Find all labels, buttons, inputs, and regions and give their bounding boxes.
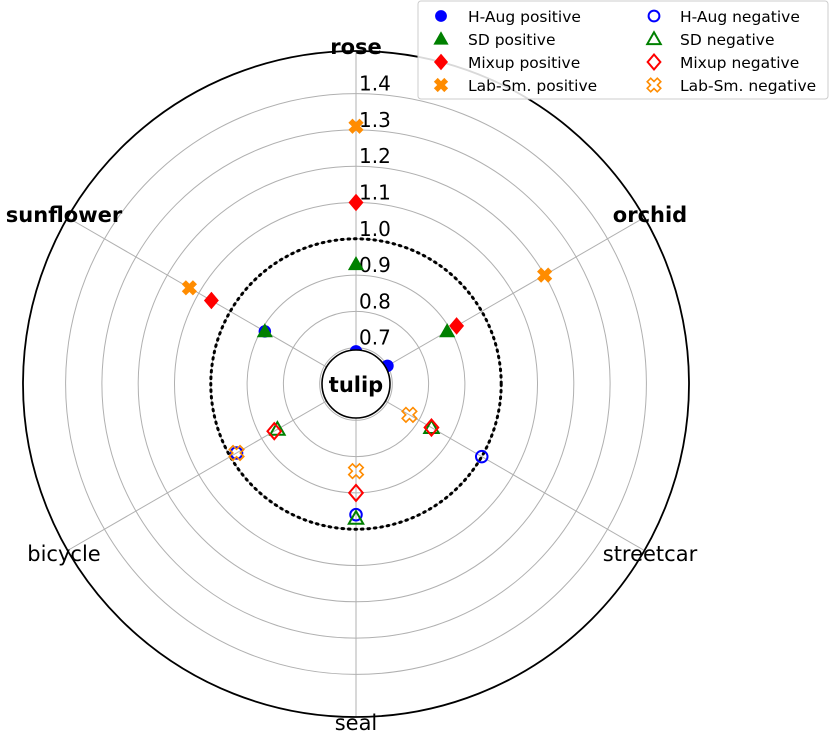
category-label-seal: seal xyxy=(335,711,378,732)
legend-label-sd-negative: SD negative xyxy=(680,31,775,49)
marker-mixup-positive-orchid xyxy=(449,317,465,335)
radial-tick-label: 0.7 xyxy=(359,326,391,350)
legend-marker-lab-sm-positive xyxy=(433,77,449,93)
legend-marker-h-aug-positive xyxy=(435,10,447,22)
radial-tick-label: 0.8 xyxy=(359,289,391,313)
spoke-bicycle xyxy=(67,383,357,551)
marker-mixup-negative-seal xyxy=(347,483,365,503)
legend-label-h-aug-positive: H-Aug positive xyxy=(468,8,581,26)
category-label-rose: rose xyxy=(330,35,382,59)
marker-lab-sm-positive-sunflower xyxy=(181,280,197,296)
category-label-streetcar: streetcar xyxy=(603,542,698,566)
marker-mixup-negative-streetcar xyxy=(423,418,440,438)
spoke-streetcar xyxy=(355,383,645,551)
marker-sd-negative-seal xyxy=(347,509,365,525)
marker-lab-sm-negative-bicycle xyxy=(228,444,245,462)
radial-tick-label: 1.4 xyxy=(359,72,391,96)
marker-h-aug-negative-bicycle xyxy=(229,446,244,460)
legend-box xyxy=(417,0,829,100)
marker-mixup-negative-bicycle xyxy=(266,421,283,441)
legend-label-mixup-positive: Mixup positive xyxy=(468,54,580,72)
category-label-orchid: orchid xyxy=(613,203,687,227)
radial-tick-label: 1.1 xyxy=(359,181,391,205)
radial-tick-label: 1.0 xyxy=(359,217,391,241)
radial-tick-label: 1.3 xyxy=(359,108,391,132)
legend-label-lab-sm-negative: Lab-Sm. negative xyxy=(680,77,816,95)
reference-circle xyxy=(209,237,503,531)
marker-sd-negative-streetcar xyxy=(422,418,441,434)
marker-lab-sm-negative-seal xyxy=(347,462,365,480)
center-hub: tulip xyxy=(321,349,391,419)
reference-circle-line xyxy=(209,237,503,531)
radial-tick-label: 0.9 xyxy=(359,253,391,277)
legend-marker-mixup-positive xyxy=(433,53,449,71)
spoke-orchid xyxy=(355,217,645,385)
radial-tick-labels: 0.7 0.8 0.9 1.0 1.1 1.2 1.3 1.4 xyxy=(359,72,391,350)
legend-label-h-aug-negative: H-Aug negative xyxy=(680,8,800,26)
legend-marker-sd-positive xyxy=(433,31,449,45)
center-circle xyxy=(321,349,391,419)
marker-mixup-positive-sunflower xyxy=(203,291,219,310)
legend-label-sd-positive: SD positive xyxy=(468,31,556,49)
legend-marker-mixup-negative xyxy=(646,52,662,72)
legend-marker-sd-negative xyxy=(645,30,663,46)
marker-lab-sm-negative-streetcar xyxy=(401,406,418,424)
legend-label-mixup-negative: Mixup negative xyxy=(680,54,799,72)
marker-mixup-positive-rose xyxy=(348,193,364,212)
marker-sd-positive-rose xyxy=(347,256,365,271)
category-label-bicycle: bicycle xyxy=(27,542,100,566)
radial-tick-label: 1.2 xyxy=(359,144,391,168)
marker-h-aug-negative-seal xyxy=(349,507,363,522)
legend-marker-h-aug-negative xyxy=(647,9,661,23)
outer-circle xyxy=(22,50,690,718)
marker-lab-sm-positive-orchid xyxy=(537,267,553,283)
marker-sd-positive-sunflower xyxy=(256,323,273,338)
legend-label-lab-sm-positive: Lab-Sm. positive xyxy=(468,77,597,95)
center-category-label: tulip xyxy=(329,373,383,397)
legend-marker-lab-sm-negative xyxy=(646,77,662,93)
outer-boundary xyxy=(22,50,690,718)
marker-lab-sm-positive-rose xyxy=(348,118,364,134)
marker-h-aug-negative-streetcar xyxy=(474,449,489,464)
marker-sd-positive-orchid xyxy=(439,323,456,338)
